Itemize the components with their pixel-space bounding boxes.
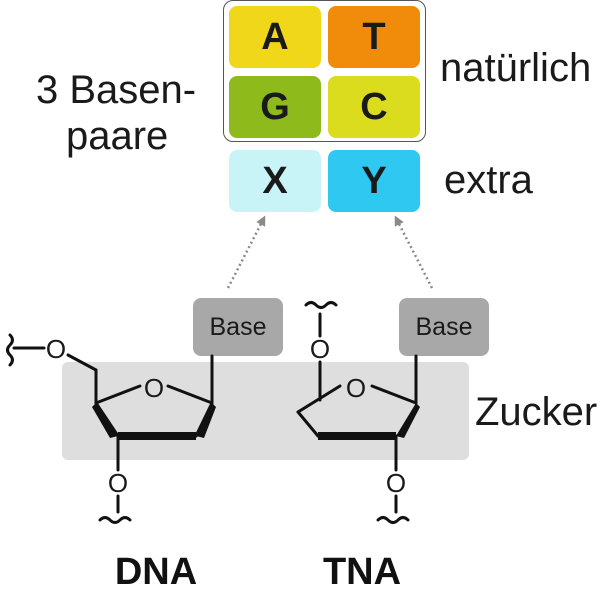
dna-wavy-bond-left xyxy=(6,333,14,367)
base-pairs-label-line2: paare xyxy=(66,114,169,158)
base-g-letter: G xyxy=(260,85,290,128)
extra-label: extra xyxy=(444,158,533,202)
tna-base-box xyxy=(399,298,489,356)
tna-wedge-right xyxy=(396,403,420,438)
base-y-tile: Y xyxy=(328,150,420,212)
tna-label: TNA xyxy=(323,551,401,593)
tna-arrow xyxy=(394,215,434,289)
dna-oxygen-3prime: O xyxy=(108,468,128,498)
base-a-letter: A xyxy=(261,15,289,58)
tna-bold-bond xyxy=(318,432,396,440)
base-x-letter: X xyxy=(262,159,288,202)
tna-base-label: Base xyxy=(416,313,473,341)
base-c-tile: C xyxy=(328,76,420,138)
base-y-letter: Y xyxy=(361,159,387,202)
natural-label: natürlich xyxy=(440,46,592,90)
dna-wedge-right xyxy=(196,403,216,438)
tna-oxygen-3prime: O xyxy=(310,334,330,364)
dna-arrow xyxy=(226,215,266,289)
tna-wavy-bond-top xyxy=(304,301,338,309)
tna-oxygen-2prime: O xyxy=(386,468,406,498)
dna-oxygen-5prime: O xyxy=(46,334,66,364)
tna-ring-oxygen: O xyxy=(346,373,366,403)
base-c-letter: C xyxy=(360,85,388,128)
dna-label: DNA xyxy=(115,551,197,593)
sugar-label: Zucker xyxy=(475,390,598,434)
dna-ring-oxygen: O xyxy=(144,373,164,403)
dna-wedge-left xyxy=(92,403,118,438)
dna-base-box xyxy=(193,298,283,356)
base-pairs-label-line1: 3 Basen- xyxy=(36,68,197,112)
dna-base-label: Base xyxy=(210,313,267,341)
base-g-tile: G xyxy=(229,76,321,138)
base-a-tile: A xyxy=(229,6,321,68)
tna-wavy-bond-bottom xyxy=(376,516,410,524)
dna-wavy-bond-bottom xyxy=(98,516,132,524)
base-t-letter: T xyxy=(362,15,386,58)
base-x-tile: X xyxy=(229,150,321,212)
base-t-tile: T xyxy=(328,6,420,68)
dna-bold-bond xyxy=(118,432,196,440)
